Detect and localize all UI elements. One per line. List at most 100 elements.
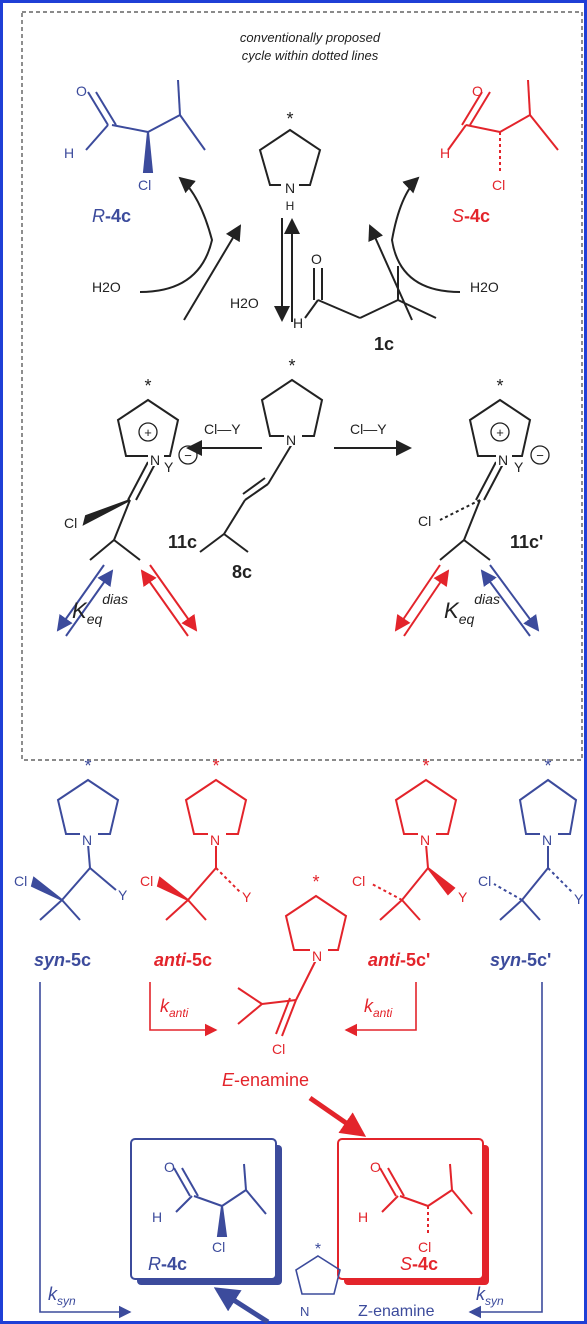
anti-5c-n: N	[210, 832, 220, 848]
dotted-cycle-box	[21, 11, 583, 761]
keq-right: Keqdias	[444, 591, 500, 627]
equilibrium-pyrrolidine-enamine	[274, 218, 300, 322]
aldehyde-r-4c-product	[173, 1163, 267, 1237]
z-enamine-n: N	[300, 1304, 309, 1319]
cly-left: Cl—Y	[204, 421, 241, 437]
product-box-r-4c	[130, 1138, 277, 1280]
aminal-anti-5c-prime	[371, 778, 458, 921]
aldehyde-s-4c-top	[447, 79, 559, 172]
ksyn-left: ksyn	[48, 1284, 76, 1308]
r4c-top-o: O	[76, 83, 87, 99]
anti-5c-y: Y	[242, 889, 252, 905]
kanti-arrow-left	[149, 982, 218, 1037]
note-line-2: cycle within dotted lines	[242, 48, 379, 63]
label-8c: 8c	[232, 562, 252, 582]
syn-5c-cl: Cl	[14, 873, 27, 889]
label-e-enamine: E-enamine	[222, 1070, 309, 1090]
label-11c: 11c	[168, 532, 197, 552]
anti-5c-prime-y: Y	[458, 889, 468, 905]
iminium-11c-n: N	[150, 452, 160, 468]
iminium-11c-prime-minus-circle	[530, 445, 550, 465]
iminium-11c-plus: +	[144, 425, 152, 440]
s4c-box-o: O	[370, 1159, 381, 1175]
pyrrolidine-h: H	[286, 199, 295, 213]
iminium-11c-prime-plus-circle	[490, 422, 510, 442]
z-enamine-to-r-4c-arrow	[213, 1287, 270, 1324]
aldehyde-1c-h: H	[293, 315, 303, 331]
label-z-enamine: Z-enamine	[358, 1303, 435, 1320]
ksyn-arrow-right	[468, 982, 543, 1319]
cly-right: Cl—Y	[350, 421, 387, 437]
s4c-top-o: O	[472, 83, 483, 99]
aminal-anti-5c	[156, 778, 248, 921]
label-1c: 1c	[374, 334, 394, 354]
iminium-11c-minus: −	[184, 448, 192, 463]
syn-5c-prime-y: Y	[574, 891, 584, 907]
iminium-11c-prime-y: Y	[514, 459, 524, 475]
iminium-11c-prime-cl: Cl	[418, 513, 431, 529]
r4c-box-h: H	[152, 1209, 162, 1225]
syn-5c-prime-n: N	[542, 832, 552, 848]
water-center: H2O	[230, 295, 259, 311]
pyrrolidine-star: *	[286, 109, 293, 129]
iminium-11c-cl: Cl	[64, 515, 77, 531]
pyrrolidine-catalyst	[258, 128, 322, 186]
z-enamine	[295, 1255, 341, 1295]
e-enamine-star: *	[312, 872, 319, 892]
syn-5c-y: Y	[118, 887, 128, 903]
water-left: H2O	[92, 279, 121, 295]
keq-arrows-right	[394, 564, 540, 637]
kanti-left: kanti	[160, 996, 189, 1020]
pyrrolidine-n: N	[285, 180, 295, 196]
iminium-11c-y: Y	[164, 459, 174, 475]
label-syn-5c-prime: syn-5c'	[490, 950, 551, 970]
aldehyde-r-4c-top	[85, 79, 206, 173]
enamine-8c	[199, 378, 324, 553]
hydrolysis-arrow-left	[139, 176, 242, 321]
r4c-top-h: H	[64, 145, 74, 161]
r4c-top-cl: Cl	[138, 177, 151, 193]
enamine-8c-star: *	[288, 356, 295, 376]
r4c-box-cl: Cl	[212, 1239, 225, 1255]
anti-5c-star: *	[212, 756, 219, 776]
iminium-11c	[82, 398, 180, 561]
product-box-s-4c	[337, 1138, 484, 1280]
s4c-box-cl: Cl	[418, 1239, 431, 1255]
label-r-4c-top: R-4c	[92, 206, 131, 226]
aminal-syn-5c-prime	[493, 778, 578, 921]
aldehyde-1c	[304, 266, 437, 319]
aldehyde-1c-o: O	[311, 251, 322, 267]
iminium-11c-prime-plus: +	[496, 425, 504, 440]
e-enamine	[237, 894, 348, 1037]
label-syn-5c: syn-5c	[34, 950, 91, 970]
kanti-right: kanti	[364, 996, 393, 1020]
syn-5c-prime-cl: Cl	[478, 873, 491, 889]
anti-5c-prime-n: N	[420, 832, 430, 848]
label-11c-prime: 11c'	[510, 532, 543, 552]
r4c-box-o: O	[164, 1159, 175, 1175]
syn-5c-prime-star: *	[544, 756, 551, 776]
keq-left: Keqdias	[72, 591, 128, 627]
hydrolysis-arrow-right	[368, 176, 461, 321]
aminal-syn-5c	[30, 778, 120, 921]
anti-5c-cl: Cl	[140, 873, 153, 889]
e-enamine-to-s-4c-arrow	[308, 1095, 367, 1137]
anti-5c-prime-star: *	[422, 756, 429, 776]
anti-5c-prime-cl: Cl	[352, 873, 365, 889]
iminium-11c-prime-star: *	[496, 376, 503, 396]
iminium-11c-plus-circle	[138, 422, 158, 442]
label-s-4c-top: S-4c	[452, 206, 490, 226]
s4c-top-cl: Cl	[492, 177, 505, 193]
label-anti-5c-prime: anti-5c'	[368, 950, 430, 970]
note-line-1: conventionally proposed	[240, 30, 381, 45]
e-enamine-n: N	[312, 948, 322, 964]
iminium-11c-prime-n: N	[498, 452, 508, 468]
e-enamine-cl: Cl	[272, 1041, 285, 1057]
aldehyde-s-4c-product	[379, 1163, 473, 1236]
syn-5c-n: N	[82, 832, 92, 848]
s4c-top-h: H	[440, 145, 450, 161]
enamine-8c-n: N	[286, 432, 296, 448]
label-s-4c-box: S-4c	[400, 1254, 438, 1274]
